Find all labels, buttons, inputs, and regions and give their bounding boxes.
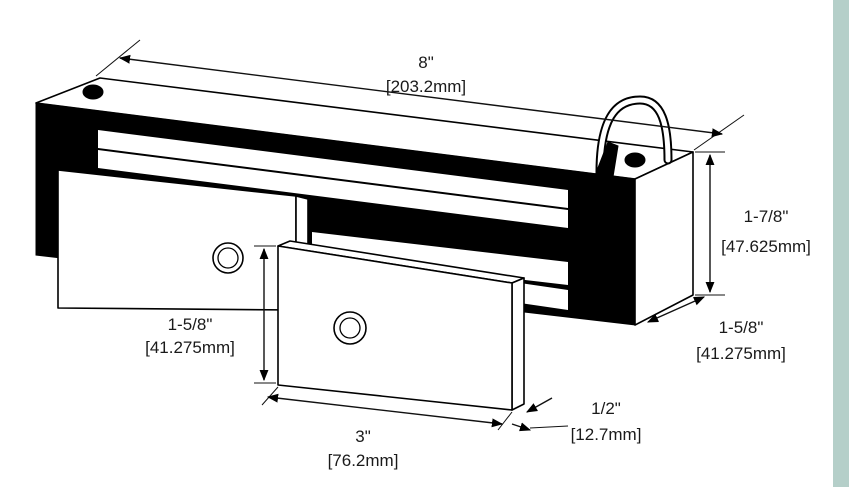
- front-plate-face: [277, 245, 513, 411]
- magnet-end-face: [634, 151, 694, 326]
- height-inches-label: 1-7/8": [744, 207, 789, 226]
- back-plate-bolt-inner: [217, 247, 239, 269]
- plate-height-inches-label: 1-5/8": [168, 315, 213, 334]
- plate-height-mm-label: [41.275mm]: [145, 338, 235, 357]
- plate-width-inches-label: 3": [355, 427, 371, 446]
- front-plate-thickness-side: [511, 277, 525, 411]
- front-armature-plate: [277, 240, 525, 411]
- dimension-labels: 8" [203.2mm] 1-7/8" [47.625mm] 1-5/8" [4…: [145, 53, 811, 470]
- plate-width-dimension-line: [266, 393, 504, 428]
- dimension-lines: [95, 39, 745, 432]
- mounting-hole-left: [82, 84, 104, 100]
- depth-mm-label: [41.275mm]: [696, 344, 786, 363]
- plate-width-mm-label: [76.2mm]: [328, 451, 399, 470]
- depth-dimension-line: [646, 296, 706, 323]
- plate-thickness-inches-label: 1/2": [591, 399, 621, 418]
- magnet-channel-lower: [312, 232, 568, 285]
- magnet-channel-bottom: [520, 283, 568, 310]
- mounting-hole-right: [624, 152, 646, 168]
- length-mm-label: [203.2mm]: [386, 77, 466, 96]
- plate-thickness-arrow-upper: [526, 397, 553, 413]
- cable-grommet: [593, 141, 619, 184]
- plate-thickness-mm-label: [12.7mm]: [571, 425, 642, 444]
- magnet-channel-middle: [98, 150, 568, 228]
- depth-inches-label: 1-5/8": [719, 318, 764, 337]
- side-accent-bar: [833, 0, 849, 487]
- front-plate-bolt-inner: [339, 317, 361, 339]
- magnet-channel-upper: [98, 130, 568, 208]
- length-inches-label: 8": [418, 53, 434, 72]
- plate-thickness-arrow-lower: [511, 422, 532, 432]
- length-dimension-line: [118, 54, 724, 138]
- height-mm-label: [47.625mm]: [721, 237, 811, 256]
